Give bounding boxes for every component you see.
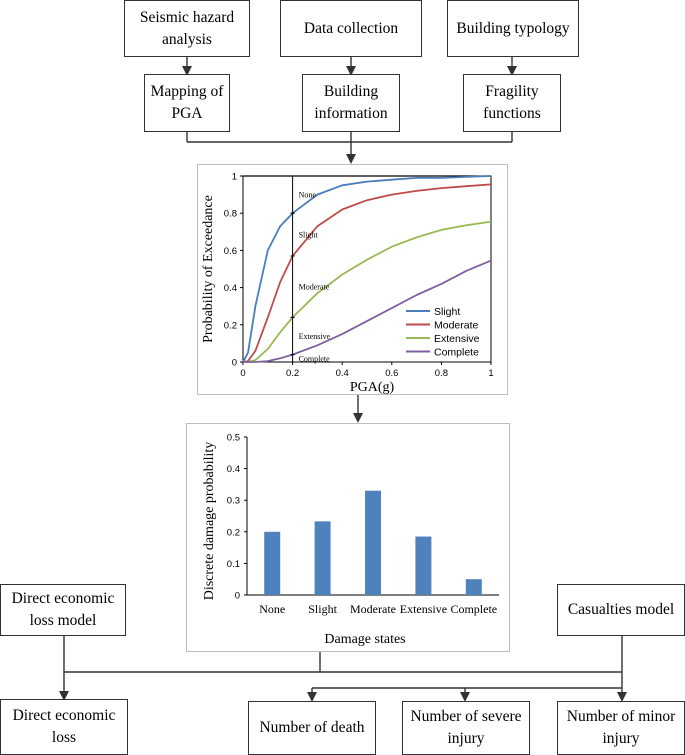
x-axis-label: Damage states [324, 632, 405, 647]
legend-label-moderate: Moderate [434, 320, 479, 332]
y-tick-label: 0.8 [224, 209, 237, 220]
y-tick-label: 0.4 [227, 464, 240, 475]
y-tick-label: 1 [232, 172, 237, 183]
x-axis-label: PGA(g) [350, 380, 395, 394]
x-tick-label: None [259, 602, 285, 616]
y-tick-label: 0 [235, 591, 240, 602]
x-tick-label: Moderate [350, 602, 396, 616]
series-line-slight [242, 175, 492, 363]
annotation-label-slight: Slight [299, 231, 319, 240]
y-axis-label: Discrete damage probability [202, 442, 217, 601]
y-tick-label: 0.6 [224, 246, 237, 257]
x-tick-label: 0 [240, 368, 245, 379]
annotation-label-complete: Complete [299, 354, 331, 363]
x-tick-label: Complete [450, 602, 497, 616]
building-information-box: Building information [302, 74, 400, 132]
number-of-severe-injury-box: Number of severe injury [402, 701, 530, 755]
y-tick-label: 0.2 [227, 527, 240, 538]
building-typology-box: Building typology [447, 0, 579, 57]
direct-economic-loss-box: Direct economic loss [0, 699, 128, 755]
bar-slight [314, 521, 331, 595]
annotation-label-moderate: Moderate [299, 283, 330, 292]
annotation-label-none: None [299, 191, 317, 200]
data-collection-box: Data collection [280, 0, 422, 57]
x-tick-label: Extensive [400, 602, 447, 616]
x-tick-label: 0.4 [336, 368, 349, 379]
seismic-hazard-analysis-box: Seismic hazard analysis [124, 0, 250, 57]
y-tick-label: 0.5 [227, 433, 240, 444]
legend-label-complete: Complete [434, 347, 479, 359]
y-tick-label: 0.2 [224, 320, 237, 331]
series-line-moderate [242, 183, 492, 363]
x-tick-label: Slight [308, 602, 337, 616]
x-tick-label: 0.2 [286, 368, 299, 379]
casualties-model-box: Casualties model [557, 584, 685, 636]
legend-label-slight: Slight [434, 306, 460, 318]
y-tick-label: 0.3 [227, 496, 240, 507]
annotation-label-extensive: Extensive [299, 332, 331, 341]
mapping-of-pga-box: Mapping of PGA [144, 74, 230, 132]
series-line-extensive [243, 220, 492, 363]
series-line-complete [243, 259, 492, 363]
number-of-minor-injury-box: Number of minor injury [557, 701, 685, 755]
bar-moderate [365, 490, 381, 595]
y-axis-label: Probability of Exceedance [201, 195, 216, 343]
y-tick-label: 0.1 [227, 559, 240, 570]
x-tick-label: 0.8 [435, 368, 448, 379]
bar-none [264, 531, 281, 595]
y-tick-label: 0.4 [224, 283, 237, 294]
legend-label-extensive: Extensive [434, 333, 480, 345]
x-tick-label: 1 [488, 368, 493, 379]
bar-complete [465, 579, 482, 595]
x-tick-label: 0.6 [385, 368, 398, 379]
number-of-death-box: Number of death [248, 701, 376, 755]
direct-economic-loss-model-box: Direct economic loss model [0, 584, 126, 636]
bar-extensive [415, 536, 432, 595]
y-tick-label: 0 [232, 358, 237, 369]
fragility-functions-box: Fragility functions [463, 74, 561, 132]
